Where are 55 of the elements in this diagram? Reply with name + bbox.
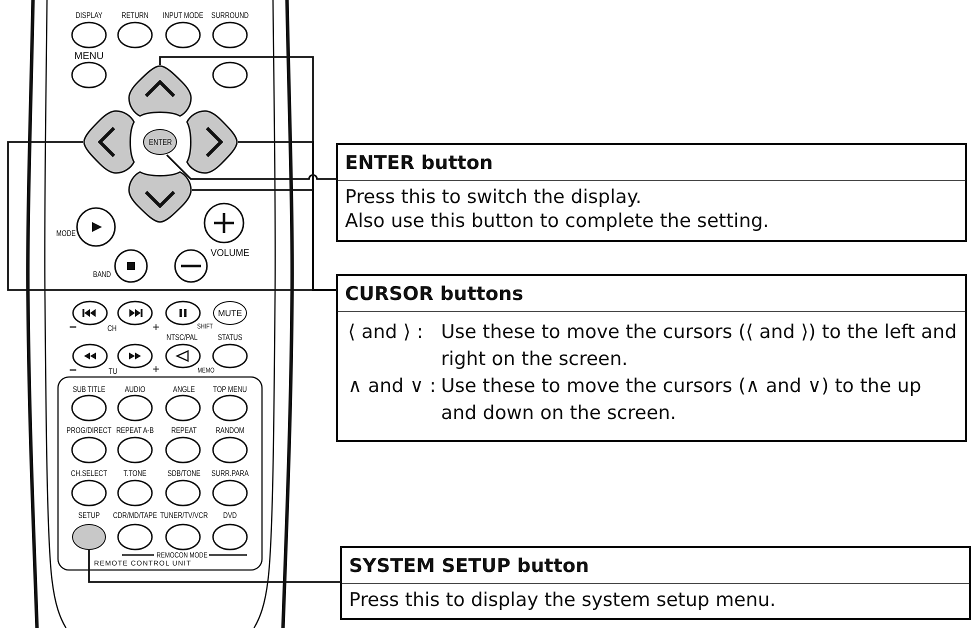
- button-label: T.TONE: [124, 468, 146, 478]
- button-label: SETUP: [78, 510, 100, 520]
- setup-button: [72, 524, 106, 550]
- button-label: REPEAT A-B: [116, 426, 154, 434]
- cursor-right-button: [186, 110, 238, 174]
- sign-label: –: [69, 362, 77, 376]
- button-label: SDB/TONE: [168, 468, 200, 478]
- callout-title: CURSOR buttons: [345, 282, 524, 304]
- button-label: CH.SELECT: [70, 468, 108, 478]
- button-label: ANGLE: [173, 384, 195, 394]
- cursor-up-button: [128, 65, 192, 117]
- key-term: ∧ and ∨ :: [348, 374, 436, 399]
- callout-title: ENTER button: [345, 152, 493, 174]
- button-label: PROG/DIRECT: [66, 426, 112, 434]
- button-label: VOLUME: [210, 249, 250, 259]
- callout-text: Also use this button to complete the setting.: [345, 209, 769, 233]
- callout-box: [340, 546, 971, 620]
- callout-box: [336, 143, 967, 242]
- button-label: MENU: [74, 52, 104, 62]
- callout-title: SYSTEM SETUP button: [349, 554, 590, 576]
- button-label: INPUT MODE: [162, 10, 204, 20]
- button-label: RETURN: [122, 10, 148, 20]
- enter-button: ENTER: [143, 129, 177, 155]
- callout-box: [336, 274, 967, 442]
- button-label: TOP MENU: [213, 384, 247, 394]
- leader-line: [166, 154, 336, 180]
- button-label: STATUS: [218, 332, 242, 342]
- cursor-down-button: [128, 171, 192, 223]
- button-label: AUDIO: [124, 384, 146, 394]
- description-text: Use these to move the cursors (⟨ and ⟩) to the left and right on the screen.: [441, 320, 957, 372]
- button-label: DISPLAY: [76, 10, 102, 20]
- button-label: DVD: [223, 510, 237, 520]
- cursor-left-button: [83, 110, 135, 174]
- button-label: SURROUND: [211, 10, 249, 20]
- sign-label: +: [152, 321, 160, 333]
- button-label: RANDOM: [216, 426, 244, 434]
- callout-text: Press this to display the system setup menu.: [349, 588, 776, 612]
- mute-button: MUTE: [213, 301, 247, 325]
- button-label: CDR/MD/TAPE: [112, 510, 158, 520]
- button-label: TU: [108, 366, 118, 376]
- sign-label: +: [152, 363, 160, 375]
- button-label: REPEAT: [171, 426, 197, 434]
- button-label: MODE: [56, 228, 76, 238]
- button-label: SUB TITLE: [72, 384, 106, 394]
- button-label: BAND: [93, 270, 111, 278]
- callout-text: Press this to switch the display.: [345, 185, 642, 209]
- button-label: SURR.PARA: [211, 468, 249, 478]
- leader-line: [88, 550, 340, 583]
- description-text: Use these to move the cursors (∧ and ∨) to the up and down on the screen.: [441, 374, 922, 426]
- key-term: ⟨ and ⟩ :: [348, 320, 424, 345]
- button-label: NTSC/PAL: [166, 332, 198, 342]
- button-label: TUNER/TV/VCR: [160, 510, 208, 520]
- button-label: CH: [107, 324, 117, 332]
- leader-line: [192, 189, 336, 291]
- sign-label: –: [69, 320, 77, 332]
